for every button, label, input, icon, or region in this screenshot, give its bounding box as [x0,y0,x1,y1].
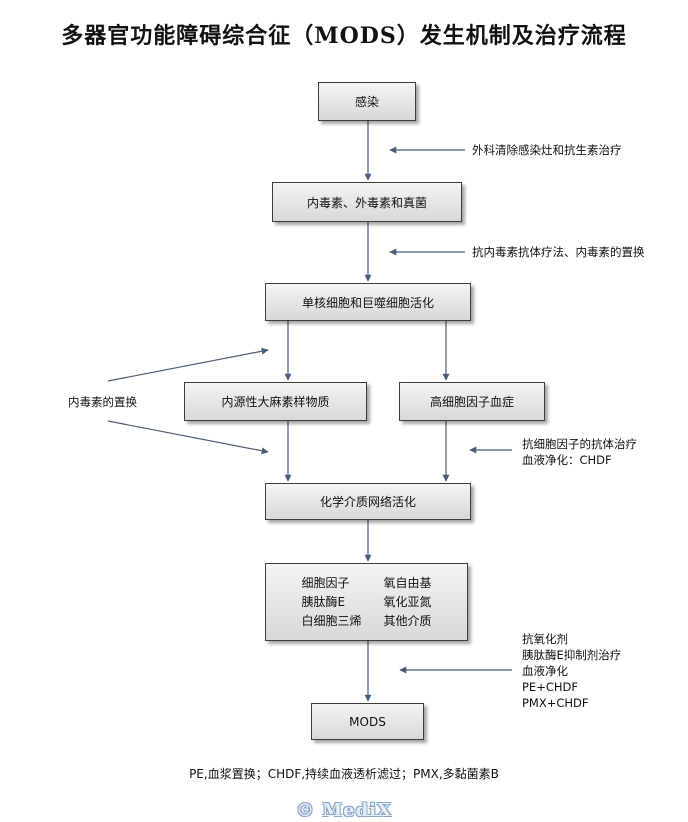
page-title: 多器官功能障碍综合征（MODS）发生机制及治疗流程 [61,23,627,49]
mediator-elastase: 胰肽酶E [301,595,346,609]
treatment-pe-chdf: PE+CHDF [522,680,578,694]
mediator-others: 其他介质 [383,614,432,628]
node-toxins: 内毒素、外毒素和真菌 [272,182,462,222]
treatment-blood-purification: 血液净化 [522,664,568,678]
treatment-pmx-chdf: PMX+CHDF [522,696,589,710]
treatment-elastase-inhibitor: 胰肽酶E抑制剂治疗 [522,648,622,662]
mediator-oxygen-radical: 氧自由基 [383,576,432,590]
node-mediator-list: 细胞因子 氧自由基 胰肽酶E 氧化亚氮 白细胞三烯 其他介质 [265,563,468,641]
treatment-cytokine-block: 抗细胞因子的抗体治疗 血液净化：CHDF [522,436,637,468]
treatment-blood-purification-chdf: 血液净化：CHDF [522,453,612,467]
mediator-leukotriene: 白细胞三烯 [301,614,362,628]
node-macrophage-activation: 单核细胞和巨噬细胞活化 [265,283,471,321]
node-hypercytokinemia: 高细胞因子血症 [399,382,545,421]
treatment-endotoxin-exchange: 内毒素的置换 [68,395,137,409]
abbreviation-footnote: PE,血浆置换；CHDF,持续血液透析滤过；PMX,多黏菌素B [189,767,499,781]
node-endocannabinoid: 内源性大麻素样物质 [184,382,367,421]
treatment-anti-cytokine-antibody: 抗细胞因子的抗体治疗 [522,437,637,451]
node-mods: MODS [311,703,424,740]
arrow-treatment-3-lower [107,420,269,455]
mediator-nitric-oxide: 氧化亚氮 [383,595,432,609]
brand-watermark: © MediX [295,800,393,821]
arrow-treatment-3-upper [107,347,269,382]
treatment-surgical-antibiotics: 外科清除感染灶和抗生素治疗 [472,143,622,157]
treatment-antioxidant: 抗氧化剂 [522,632,568,646]
node-infection: 感染 [318,82,416,121]
treatment-anti-endotoxin: 抗内毒素抗体疗法、内毒素的置换 [472,245,645,259]
treatment-late-block: 抗氧化剂 胰肽酶E抑制剂治疗 血液净化 PE+CHDF PMX+CHDF [522,631,621,711]
mediator-cytokine: 细胞因子 [301,576,350,590]
node-mediator-network: 化学介质网络活化 [265,483,471,520]
